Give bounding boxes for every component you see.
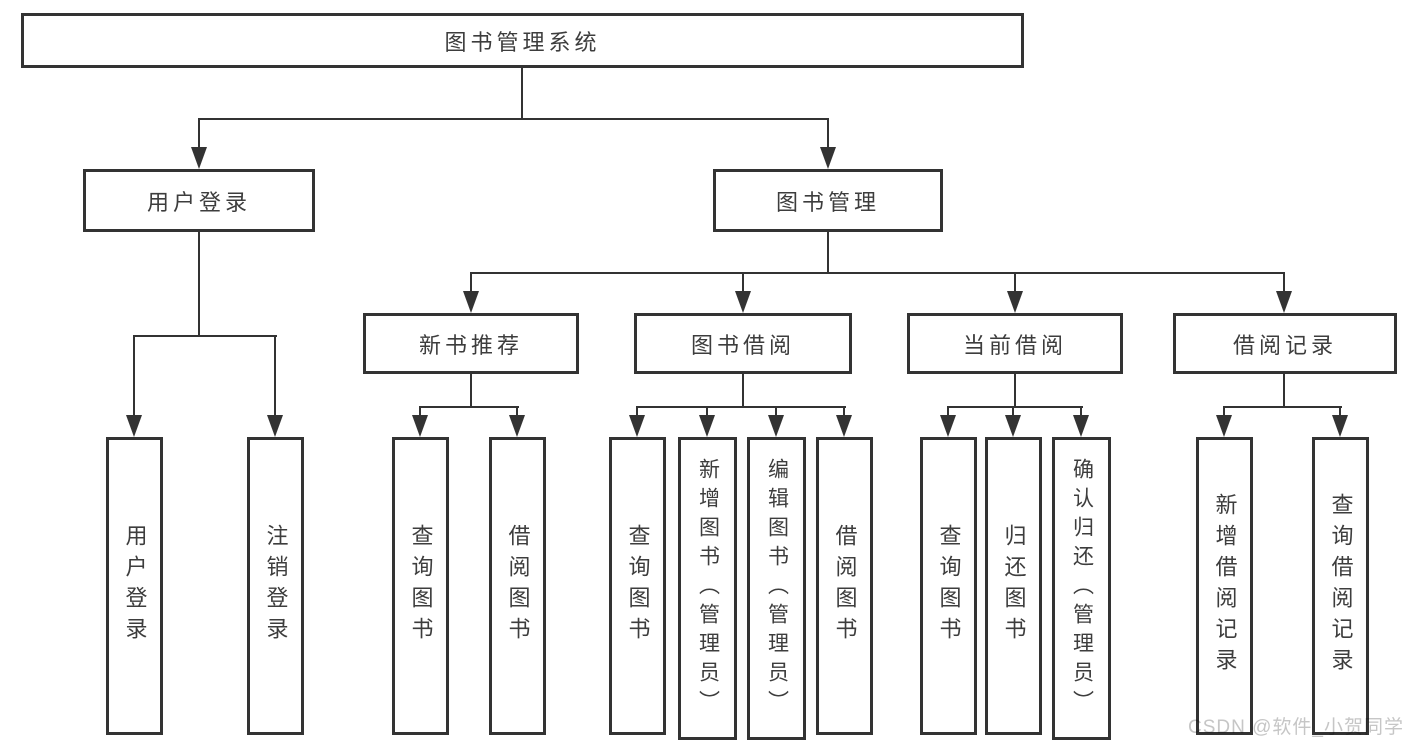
arrow-down-icon bbox=[126, 415, 142, 437]
connector-line bbox=[843, 406, 845, 418]
leaf-borrow-edit-books-admin-label: 编辑图书（管理员） bbox=[765, 458, 789, 719]
leaf-records-query-label: 查询借阅记录 bbox=[1328, 493, 1354, 679]
connector-line bbox=[274, 335, 276, 417]
leaf-current-return-books-label: 归还图书 bbox=[1001, 524, 1027, 648]
connector-line bbox=[1283, 272, 1285, 292]
leaf-logout-label: 注销登录 bbox=[263, 524, 289, 648]
node-root-label: 图书管理系统 bbox=[444, 29, 601, 55]
connector-line bbox=[1014, 272, 1016, 292]
leaf-logout: 注销登录 bbox=[247, 437, 304, 735]
node-borrow-records: 借阅记录 bbox=[1173, 313, 1397, 374]
arrow-down-icon bbox=[1216, 415, 1232, 437]
connector-line bbox=[827, 232, 829, 274]
node-user-login: 用户登录 bbox=[83, 169, 315, 232]
connector-line bbox=[706, 406, 708, 418]
node-book-borrow-label: 图书借阅 bbox=[690, 332, 795, 358]
connector-line bbox=[1014, 374, 1016, 408]
connector-line bbox=[947, 406, 1083, 408]
leaf-records-query: 查询借阅记录 bbox=[1312, 437, 1369, 735]
leaf-recommend-borrow-books: 借阅图书 bbox=[489, 437, 546, 735]
leaf-borrow-edit-books-admin: 编辑图书（管理员） bbox=[747, 437, 806, 740]
leaf-borrow-add-books-admin: 新增图书（管理员） bbox=[678, 437, 737, 740]
connector-line bbox=[470, 272, 472, 292]
connector-line bbox=[470, 374, 472, 408]
node-root: 图书管理系统 bbox=[21, 13, 1024, 68]
connector-line bbox=[516, 406, 518, 418]
node-current-borrow-label: 当前借阅 bbox=[962, 332, 1067, 358]
arrow-down-icon bbox=[768, 415, 784, 437]
connector-line bbox=[1080, 406, 1082, 418]
leaf-borrow-borrow-books: 借阅图书 bbox=[816, 437, 873, 735]
leaf-user-login-label: 用户登录 bbox=[122, 524, 148, 648]
leaf-borrow-query-books-label: 查询图书 bbox=[625, 524, 651, 648]
node-new-book-recommend-label: 新书推荐 bbox=[418, 332, 523, 358]
arrow-down-icon bbox=[735, 291, 751, 313]
arrow-down-icon bbox=[412, 415, 428, 437]
node-book-borrow: 图书借阅 bbox=[634, 313, 852, 374]
node-user-login-label: 用户登录 bbox=[146, 189, 251, 215]
leaf-current-query-books-label: 查询图书 bbox=[936, 524, 962, 648]
node-book-management-label: 图书管理 bbox=[775, 189, 880, 215]
arrow-down-icon bbox=[1073, 415, 1089, 437]
arrow-down-icon bbox=[1276, 291, 1292, 313]
node-borrow-records-label: 借阅记录 bbox=[1232, 332, 1337, 358]
connector-line bbox=[1012, 406, 1014, 418]
connector-line bbox=[1283, 374, 1285, 408]
arrow-down-icon bbox=[1007, 291, 1023, 313]
arrow-down-icon bbox=[836, 415, 852, 437]
connector-line bbox=[198, 118, 200, 148]
arrow-down-icon bbox=[509, 415, 525, 437]
leaf-borrow-borrow-books-label: 借阅图书 bbox=[832, 524, 858, 648]
connector-line bbox=[775, 406, 777, 418]
leaf-recommend-query-books-label: 查询图书 bbox=[408, 524, 434, 648]
leaf-records-add-label: 新增借阅记录 bbox=[1212, 493, 1238, 679]
leaf-borrow-query-books: 查询图书 bbox=[609, 437, 666, 735]
connector-line bbox=[198, 232, 200, 337]
node-current-borrow: 当前借阅 bbox=[907, 313, 1123, 374]
leaf-current-confirm-return-admin: 确认归还（管理员） bbox=[1052, 437, 1111, 740]
connector-line bbox=[1223, 406, 1225, 418]
leaf-records-add: 新增借阅记录 bbox=[1196, 437, 1253, 735]
connector-line bbox=[133, 335, 277, 337]
connector-line bbox=[827, 118, 829, 148]
leaf-current-query-books: 查询图书 bbox=[920, 437, 977, 735]
arrow-down-icon bbox=[699, 415, 715, 437]
connector-line bbox=[521, 68, 523, 118]
leaf-current-confirm-return-admin-label: 确认归还（管理员） bbox=[1070, 458, 1094, 719]
connector-line bbox=[1339, 406, 1341, 418]
leaf-borrow-add-books-admin-label: 新增图书（管理员） bbox=[696, 458, 720, 719]
connector-line bbox=[133, 335, 135, 417]
connector-line bbox=[198, 118, 829, 120]
arrow-down-icon bbox=[820, 147, 836, 169]
leaf-recommend-query-books: 查询图书 bbox=[392, 437, 449, 735]
arrow-down-icon bbox=[463, 291, 479, 313]
connector-line bbox=[470, 272, 1285, 274]
leaf-recommend-borrow-books-label: 借阅图书 bbox=[505, 524, 531, 648]
connector-line bbox=[419, 406, 421, 418]
arrow-down-icon bbox=[1332, 415, 1348, 437]
node-book-management: 图书管理 bbox=[713, 169, 943, 232]
connector-line bbox=[419, 406, 519, 408]
node-new-book-recommend: 新书推荐 bbox=[363, 313, 579, 374]
connector-line bbox=[742, 272, 744, 292]
arrow-down-icon bbox=[1005, 415, 1021, 437]
watermark: CSDN @软件_小贺同学 bbox=[1188, 717, 1404, 738]
connector-line bbox=[636, 406, 638, 418]
connector-line bbox=[636, 406, 846, 408]
connector-line bbox=[947, 406, 949, 418]
leaf-user-login: 用户登录 bbox=[106, 437, 163, 735]
leaf-current-return-books: 归还图书 bbox=[985, 437, 1042, 735]
arrow-down-icon bbox=[267, 415, 283, 437]
arrow-down-icon bbox=[629, 415, 645, 437]
arrow-down-icon bbox=[940, 415, 956, 437]
arrow-down-icon bbox=[191, 147, 207, 169]
connector-line bbox=[1223, 406, 1342, 408]
connector-line bbox=[742, 374, 744, 408]
